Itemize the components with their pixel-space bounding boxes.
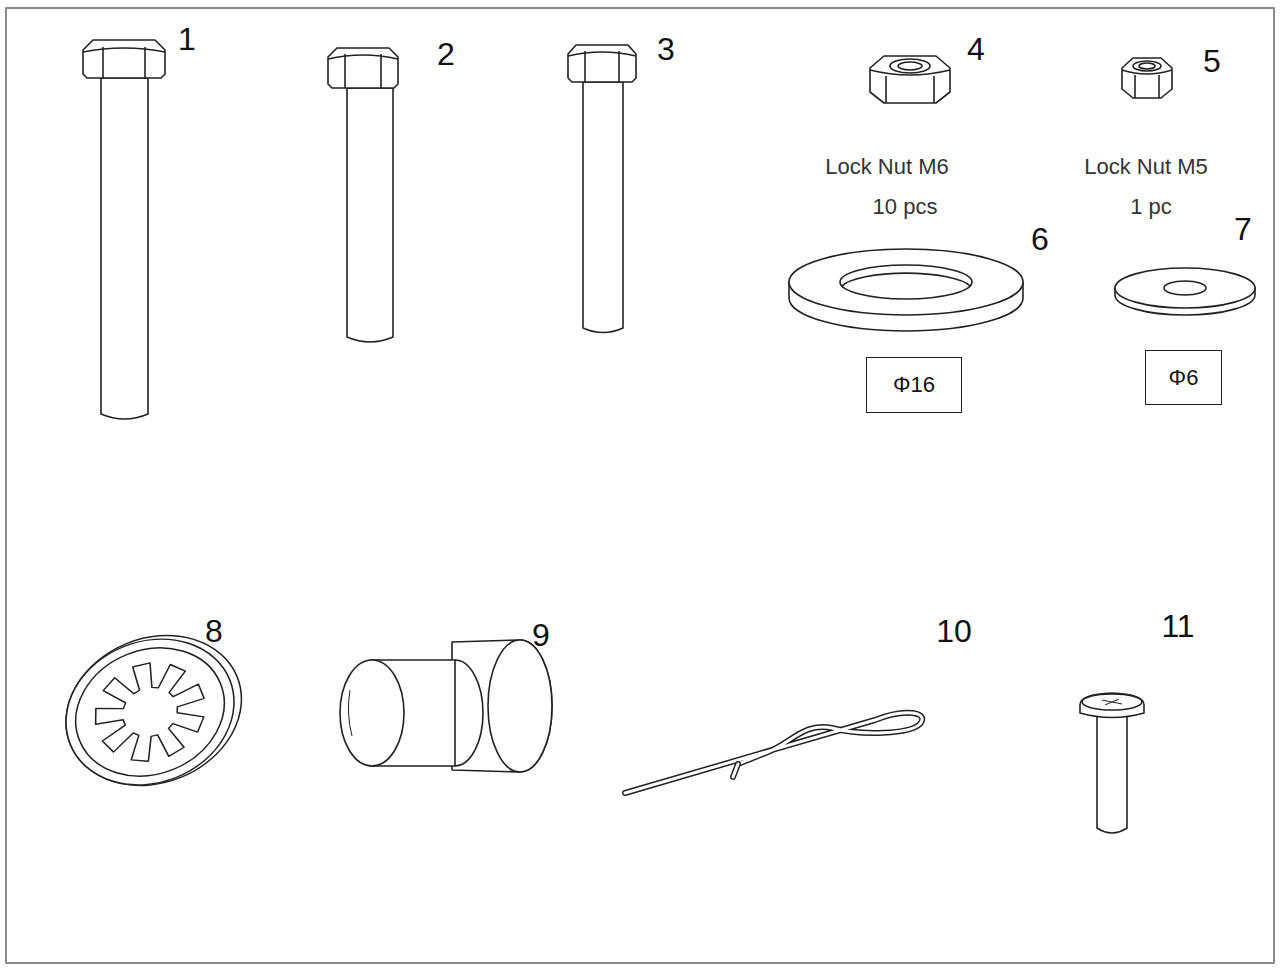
hex-bolt xyxy=(568,45,636,333)
callout-number: 8 xyxy=(205,614,223,649)
callout-number: 9 xyxy=(532,618,550,653)
callout-number: 3 xyxy=(657,32,675,67)
lock-nut xyxy=(1122,58,1172,98)
part-name: Lock Nut M6 xyxy=(825,155,949,179)
size-box: Φ6 xyxy=(1145,350,1222,405)
size-box: Φ16 xyxy=(866,357,962,413)
part-name: Lock Nut M5 xyxy=(1084,155,1208,179)
pan-head-screw xyxy=(1080,693,1144,833)
r-clip xyxy=(625,713,922,793)
size-text: Φ6 xyxy=(1169,365,1199,391)
size-text: Φ16 xyxy=(893,372,935,398)
flat-washer xyxy=(1115,268,1255,315)
callout-number: 10 xyxy=(936,614,972,649)
hex-bolt xyxy=(328,48,398,342)
star-lock-washer xyxy=(43,610,264,811)
callout-number: 7 xyxy=(1234,212,1252,247)
quantity-note: 10 pcs xyxy=(873,195,938,219)
callout-number: 2 xyxy=(437,37,455,72)
lock-nut xyxy=(870,56,950,103)
quantity-note: 1 pc xyxy=(1130,195,1172,219)
callout-number: 4 xyxy=(967,32,985,67)
callout-number: 6 xyxy=(1031,222,1049,257)
hex-bolt xyxy=(83,40,165,419)
callout-number: 11 xyxy=(1161,609,1194,644)
plug-cap xyxy=(340,640,552,772)
frame xyxy=(6,8,1274,963)
callout-number: 5 xyxy=(1203,44,1221,79)
callout-number: 1 xyxy=(178,22,196,57)
flat-washer xyxy=(789,249,1023,331)
